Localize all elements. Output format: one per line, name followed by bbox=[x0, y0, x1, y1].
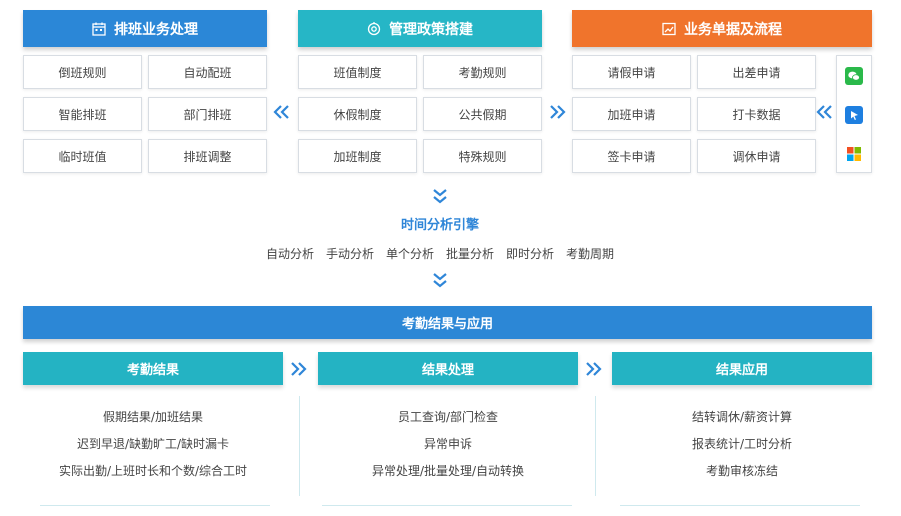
section-divider bbox=[299, 396, 300, 496]
source-icons-box bbox=[836, 55, 872, 173]
results-bar: 考勤结果与应用 bbox=[23, 306, 872, 339]
engine-title: 时间分析引擎 bbox=[400, 218, 479, 233]
cell-special-rule[interactable]: 特殊规则 bbox=[423, 139, 542, 173]
bottom-line bbox=[322, 505, 572, 506]
cell-punch-data[interactable]: 打卡数据 bbox=[697, 97, 816, 131]
list-item: 报表统计/工时分析 bbox=[691, 437, 793, 451]
section-divider bbox=[595, 396, 596, 496]
section-attendance-result: 考勤结果 bbox=[23, 352, 283, 385]
cell-shift-system[interactable]: 班值制度 bbox=[298, 55, 417, 89]
cell-smart-schedule[interactable]: 智能排班 bbox=[23, 97, 142, 131]
cell-leave-system[interactable]: 休假制度 bbox=[298, 97, 417, 131]
header-policy-title: 管理政策搭建 bbox=[389, 21, 473, 38]
cell-sign-request[interactable]: 签卡申请 bbox=[572, 139, 691, 173]
attendance-result-list: 假期结果/加班结果 迟到早退/缺勤旷工/缺时漏卡 实际出勤/上班时长和个数/综合… bbox=[23, 404, 283, 485]
double-chevron-left-icon bbox=[272, 102, 292, 125]
settings-icon bbox=[367, 21, 381, 36]
header-business-title: 业务单据及流程 bbox=[684, 21, 782, 38]
cell-trip-request[interactable]: 出差申请 bbox=[697, 55, 816, 89]
double-chevron-right-icon bbox=[547, 102, 567, 125]
pointer-app-icon[interactable] bbox=[845, 106, 863, 124]
cell-auto-assign[interactable]: 自动配班 bbox=[148, 55, 267, 89]
header-business: 业务单据及流程 bbox=[572, 10, 872, 47]
result-application-list: 结转调休/薪资计算 报表统计/工时分析 考勤审核冻结 bbox=[612, 404, 872, 485]
double-chevron-down-icon bbox=[430, 188, 450, 206]
engine-modes: 自动分析 手动分析 单个分析 批量分析 即时分析 考勤周期 bbox=[240, 245, 640, 262]
bottom-line bbox=[620, 505, 860, 506]
engine-mode: 手动分析 bbox=[325, 247, 374, 261]
cell-shift-rule[interactable]: 倒班规则 bbox=[23, 55, 142, 89]
cell-schedule-adjust[interactable]: 排班调整 bbox=[148, 139, 267, 173]
bottom-line bbox=[40, 505, 270, 506]
list-item: 异常处理/批量处理/自动转换 bbox=[371, 464, 525, 478]
section-result-processing: 结果处理 bbox=[318, 352, 578, 385]
double-chevron-right-icon bbox=[583, 359, 603, 382]
cell-public-holiday[interactable]: 公共假期 bbox=[423, 97, 542, 131]
cell-attendance-rule[interactable]: 考勤规则 bbox=[423, 55, 542, 89]
chart-icon bbox=[662, 22, 676, 36]
double-chevron-right-icon bbox=[288, 359, 308, 382]
engine-mode: 考勤周期 bbox=[566, 247, 615, 261]
cell-timeoff-request[interactable]: 调休申请 bbox=[697, 139, 816, 173]
header-scheduling-title: 排班业务处理 bbox=[114, 21, 198, 38]
double-chevron-left-icon bbox=[815, 102, 835, 125]
section-result-application: 结果应用 bbox=[612, 352, 872, 385]
engine-mode: 即时分析 bbox=[506, 247, 555, 261]
cell-dept-schedule[interactable]: 部门排班 bbox=[148, 97, 267, 131]
windows-icon[interactable] bbox=[845, 145, 863, 163]
result-processing-list: 员工查询/部门检查 异常申诉 异常处理/批量处理/自动转换 bbox=[318, 404, 578, 485]
cell-overtime-request[interactable]: 加班申请 bbox=[572, 97, 691, 131]
cell-leave-request[interactable]: 请假申请 bbox=[572, 55, 691, 89]
double-chevron-down-icon bbox=[430, 272, 450, 290]
calendar-icon bbox=[92, 22, 106, 36]
list-item: 假期结果/加班结果 bbox=[102, 410, 204, 424]
engine-mode: 单个分析 bbox=[385, 247, 434, 261]
list-item: 考勤审核冻结 bbox=[705, 464, 778, 478]
wechat-icon[interactable] bbox=[845, 67, 863, 85]
list-item: 迟到早退/缺勤旷工/缺时漏卡 bbox=[76, 437, 230, 451]
list-item: 异常申诉 bbox=[423, 437, 472, 451]
list-item: 实际出勤/上班时长和个数/综合工时 bbox=[58, 464, 248, 478]
engine-mode: 自动分析 bbox=[265, 247, 314, 261]
list-item: 员工查询/部门检查 bbox=[397, 410, 499, 424]
header-policy: 管理政策搭建 bbox=[298, 10, 542, 47]
cell-temp-shift[interactable]: 临时班值 bbox=[23, 139, 142, 173]
list-item: 结转调休/薪资计算 bbox=[691, 410, 793, 424]
header-scheduling: 排班业务处理 bbox=[23, 10, 267, 47]
engine-mode: 批量分析 bbox=[446, 247, 495, 261]
cell-overtime-system[interactable]: 加班制度 bbox=[298, 139, 417, 173]
